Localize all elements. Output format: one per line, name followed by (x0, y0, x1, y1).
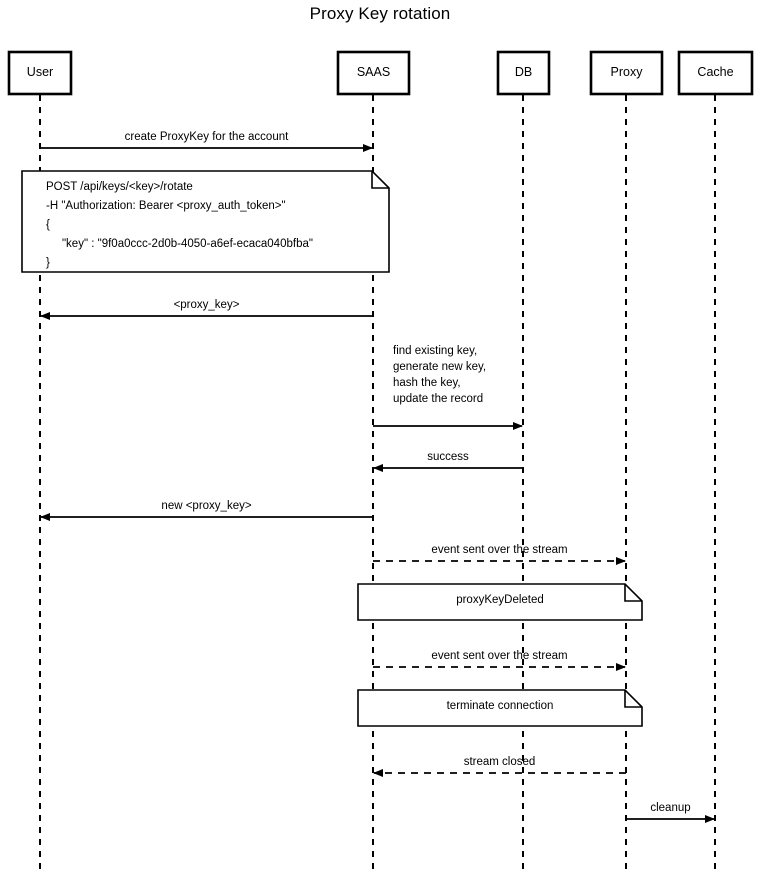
note-text-line-note-request: { (46, 219, 50, 231)
activity-note-line: hash the key, (393, 377, 461, 389)
participant-box-saas[interactable] (336, 50, 411, 96)
note-text-line-note-request: -H "Authorization: Bearer <proxy_auth_to… (46, 200, 286, 212)
note-text-note-proxykeydeleted: proxyKeyDeleted (456, 594, 544, 606)
note-box-note-terminate-connection (357, 689, 643, 727)
message-label-m4: success (427, 451, 469, 463)
notes-group (21, 170, 643, 727)
diagram-title: Proxy Key rotation (309, 4, 451, 23)
lifelines-group (39, 95, 716, 873)
participant-box-proxy[interactable] (589, 50, 664, 96)
note-text-line-note-request: "key" : "9f0a0ccc-2d0b-4050-a6ef-ecaca04… (46, 238, 313, 250)
participant-box-db[interactable] (496, 50, 551, 96)
message-label-m9: cleanup (650, 802, 691, 814)
note-text-note-terminate-connection: terminate connection (446, 700, 554, 712)
message-label-m7: event sent over the stream (431, 650, 568, 662)
message-label-m8: stream closed (463, 756, 536, 768)
message-label-m2: <proxy_key> (173, 299, 240, 311)
note-box-note-request (21, 170, 390, 273)
activity-note-line: update the record (393, 393, 484, 405)
note-text-line-note-request: } (46, 257, 50, 269)
participant-box-user[interactable] (7, 50, 73, 96)
participant-box-cache[interactable] (677, 50, 754, 96)
message-label-m1: create ProxyKey for the account (124, 131, 289, 143)
messages-group (40, 144, 715, 823)
activity-note-line: generate new key, (393, 361, 487, 373)
note-fold-note-proxykeydeleted (624, 584, 642, 602)
message-label-m6: event sent over the stream (431, 544, 568, 556)
message-label-m5: new <proxy_key> (161, 500, 252, 512)
note-fold-note-terminate-connection (624, 690, 642, 708)
note-text-line-note-request: POST /api/keys/<key>/rotate (46, 181, 193, 193)
activity-note-saas-db-activity: find existing key, generate new key, hash … (393, 343, 486, 407)
note-fold-note-request (371, 171, 389, 189)
participant-boxes-group (7, 50, 754, 96)
note-box-note-proxykeydeleted (357, 583, 643, 621)
activity-note-line: find existing key, (393, 345, 478, 357)
